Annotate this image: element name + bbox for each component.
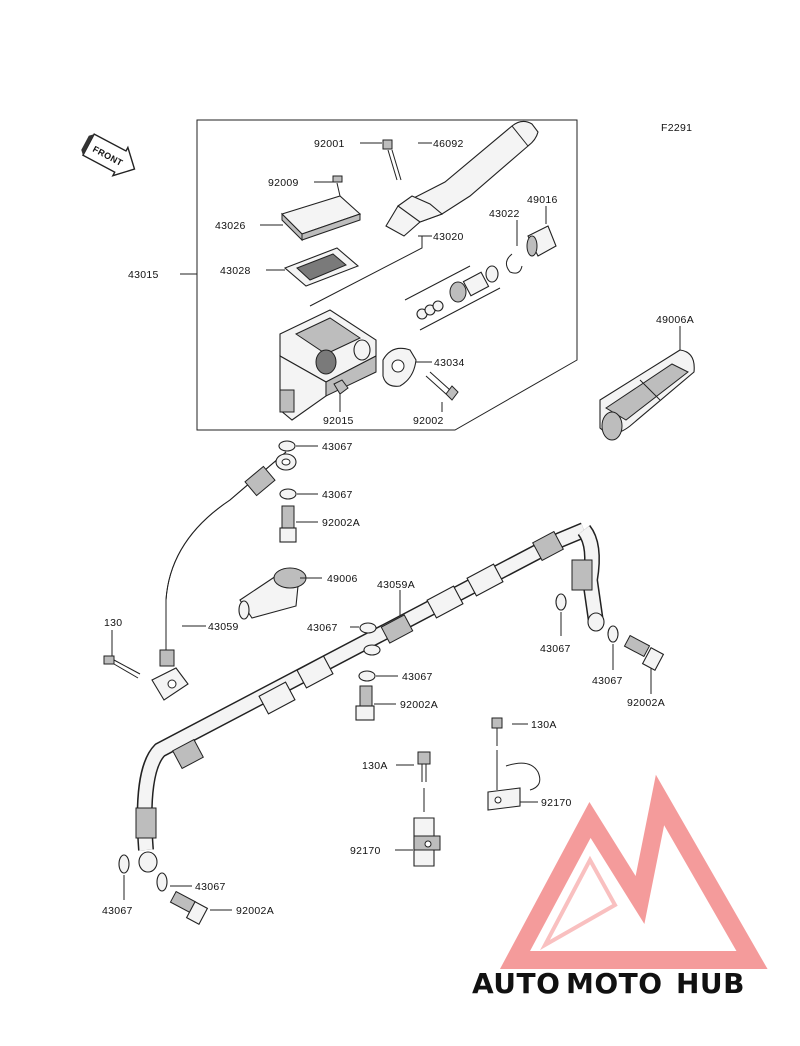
clamp-43034 xyxy=(382,347,432,387)
label-43067-f: 43067 xyxy=(592,675,623,687)
washer-43067-h xyxy=(156,872,192,892)
watermark-text-2: MOTO xyxy=(566,967,663,1000)
label-92002: 92002 xyxy=(413,415,444,427)
diaphragm-43028 xyxy=(266,247,360,287)
bolt-130 xyxy=(103,630,141,679)
label-43022: 43022 xyxy=(489,208,520,220)
assembly-box xyxy=(196,119,578,431)
label-43059A: 43059A xyxy=(377,579,415,591)
watermark-text-1: AUTO xyxy=(472,967,560,1000)
clamp-92170-b xyxy=(395,817,441,867)
label-43067-c: 43067 xyxy=(307,622,338,634)
watermark-text-3: HUB xyxy=(676,967,745,1000)
label-92009: 92009 xyxy=(268,177,299,189)
boot-49016 xyxy=(526,206,557,257)
bolt-92015 xyxy=(333,379,349,412)
hose-43059A xyxy=(135,522,605,873)
label-43067-g: 43067 xyxy=(195,881,226,893)
piston-kit-43020 xyxy=(404,265,501,331)
label-43020: 43020 xyxy=(433,231,464,243)
bolt-130A-a xyxy=(491,717,528,790)
label-43067-e: 43067 xyxy=(402,671,433,683)
label-92170-a: 92170 xyxy=(541,797,572,809)
label-92170-b: 92170 xyxy=(350,845,381,857)
label-43067-a: 43067 xyxy=(322,441,353,453)
label-43026: 43026 xyxy=(215,220,246,232)
bolt-130A-b xyxy=(396,751,431,812)
clamp-92170-a xyxy=(487,762,541,811)
label-130A-a: 130A xyxy=(531,719,557,731)
label-92002A-a: 92002A xyxy=(322,517,360,529)
washer-43067-f xyxy=(607,625,619,670)
label-49006A: 49006A xyxy=(656,314,694,326)
washer-43067-e xyxy=(555,593,567,636)
washer-43067-b xyxy=(279,488,318,500)
label-43059: 43059 xyxy=(208,621,239,633)
screw-92009 xyxy=(314,175,343,197)
fitting-49006 xyxy=(238,567,322,620)
label-49016: 49016 xyxy=(527,194,558,206)
master-cylinder-body xyxy=(279,309,377,421)
clip-43022 xyxy=(506,220,523,274)
washer-43067-c xyxy=(350,622,377,634)
bolt-92002A-a xyxy=(279,505,318,543)
label-92002A-b: 92002A xyxy=(400,699,438,711)
label-92015: 92015 xyxy=(323,415,354,427)
cover-49006A xyxy=(599,326,695,441)
label-92001: 92001 xyxy=(314,138,345,150)
label-43067-d: 43067 xyxy=(540,643,571,655)
label-92002A-c: 92002A xyxy=(627,697,665,709)
cap-43026 xyxy=(260,195,362,242)
label-43067-b: 43067 xyxy=(322,489,353,501)
bolt-92001 xyxy=(360,139,402,181)
label-92002A-d: 92002A xyxy=(236,905,274,917)
bolt-92002 xyxy=(425,371,459,412)
washer-43067-a xyxy=(278,440,318,452)
bolt-92002A-d xyxy=(169,890,232,925)
washer-43067-d xyxy=(358,644,398,682)
label-46092: 46092 xyxy=(433,138,464,150)
label-130: 130 xyxy=(104,617,122,629)
figure-code: F2291 xyxy=(661,122,692,134)
label-130A-b: 130A xyxy=(362,760,388,772)
label-43015: 43015 xyxy=(128,269,159,281)
label-49006: 49006 xyxy=(327,573,358,585)
label-43034: 43034 xyxy=(434,357,465,369)
washer-43067-g xyxy=(118,854,130,900)
label-43028: 43028 xyxy=(220,265,251,277)
front-arrow-icon: FRONT xyxy=(81,133,136,177)
lever-46092 xyxy=(385,120,539,237)
bolt-92002A-b xyxy=(355,685,396,721)
bolt-92002A-c xyxy=(623,634,665,694)
label-43067-h: 43067 xyxy=(102,905,133,917)
watermark-logo xyxy=(499,774,768,969)
hose-43059 xyxy=(151,451,297,701)
